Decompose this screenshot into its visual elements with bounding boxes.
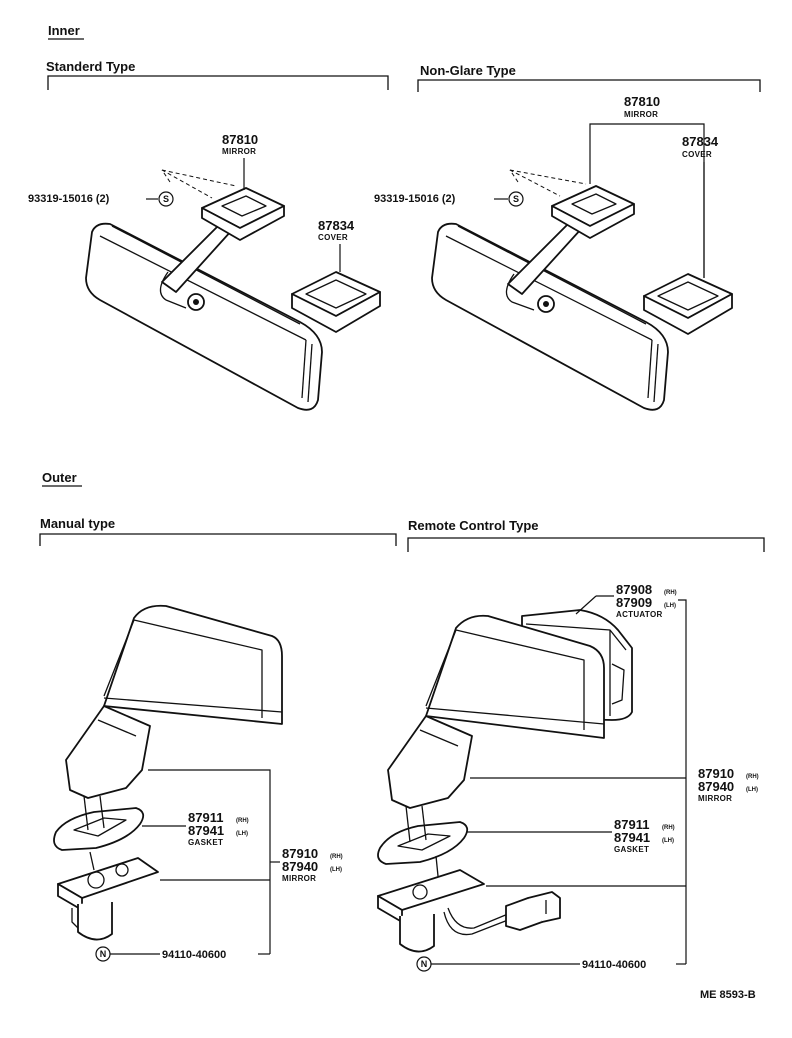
manual-gasket-rh-tag: (RH) bbox=[236, 818, 249, 824]
manual-type-heading: Manual type bbox=[40, 516, 115, 531]
remote-actuator-rh-tag: (RH) bbox=[664, 590, 677, 596]
screw-symbol-icon bbox=[508, 191, 524, 207]
remote-gasket-part bbox=[377, 821, 469, 865]
remote-mirror-rh-tag: (RH) bbox=[746, 774, 759, 780]
manual-gasket-part bbox=[53, 807, 145, 851]
inner-standard-mirror-label: MIRROR bbox=[222, 147, 256, 156]
outer-remote-drawing bbox=[377, 609, 633, 953]
inner-nonglare-drawing bbox=[431, 169, 733, 411]
manual-gasket-pn-rh: 87911 bbox=[188, 810, 223, 825]
nonglare-mirror-body bbox=[431, 222, 669, 411]
inner-mirror-body bbox=[85, 222, 323, 411]
outer-manual-drawing bbox=[53, 604, 283, 941]
remote-control-type-bracket bbox=[407, 537, 765, 552]
manual-mirror-pn-rh: 87910 bbox=[282, 846, 318, 861]
remote-actuator-label: ACTUATOR bbox=[616, 610, 663, 619]
manual-nut-symbol: N bbox=[100, 949, 107, 959]
remote-mirror-pn-lh: 87940 bbox=[698, 779, 734, 794]
manual-gasket-label: GASKET bbox=[188, 838, 223, 847]
non-glare-type-heading: Non-Glare Type bbox=[420, 63, 516, 78]
remote-actuator-pn-lh: 87909 bbox=[616, 595, 652, 610]
remote-gasket-lh-tag: (LH) bbox=[662, 838, 674, 844]
remote-actuator-lh-tag: (LH) bbox=[664, 603, 676, 609]
standard-type-bracket bbox=[47, 75, 389, 90]
remote-mirror-leader-bracket bbox=[678, 599, 687, 964]
inner-nonglare-screw-pn: 93319-15016 (2) bbox=[374, 193, 456, 205]
inner-nonglare-screw-symbol: S bbox=[513, 194, 519, 204]
remote-mirror-lh-tag: (LH) bbox=[746, 787, 758, 793]
inner-standard-mirror-pn: 87810 bbox=[222, 132, 258, 147]
remote-mirror-head bbox=[425, 614, 605, 739]
remote-control-type-heading: Remote Control Type bbox=[408, 518, 539, 533]
outer-heading: Outer bbox=[42, 470, 77, 485]
manual-mirror-head bbox=[103, 604, 283, 725]
inner-standard-screw-symbol: S bbox=[163, 194, 169, 204]
remote-gasket-rh-tag: (RH) bbox=[662, 825, 675, 831]
manual-gasket-lh-tag: (LH) bbox=[236, 831, 248, 837]
manual-nut-cylinder bbox=[77, 902, 113, 941]
remote-wire-harness bbox=[443, 911, 509, 936]
screw-symbol-icon bbox=[158, 191, 174, 207]
manual-mirror-leader-bracket bbox=[148, 769, 271, 954]
remote-base-plate bbox=[377, 869, 485, 911]
inner-standard-screw-pn: 93319-15016 (2) bbox=[28, 193, 110, 205]
remote-actuator-pn-rh: 87908 bbox=[616, 582, 652, 597]
manual-mirror-pn-lh: 87940 bbox=[282, 859, 318, 874]
inner-heading: Inner bbox=[48, 23, 80, 38]
remote-gasket-pn-rh: 87911 bbox=[614, 817, 649, 832]
remote-nut-pn: 94110-40600 bbox=[582, 959, 646, 971]
inner-standard-cover-pn: 87834 bbox=[318, 218, 355, 233]
diagram-code: ME 8593-B bbox=[700, 989, 756, 1001]
manual-mirror-label: MIRROR bbox=[282, 874, 316, 883]
inner-nonglare-mirror-label: MIRROR bbox=[624, 110, 658, 119]
manual-mirror-lh-tag: (LH) bbox=[330, 867, 342, 873]
inner-standard-drawing bbox=[85, 169, 381, 411]
inner-nonglare-cover-pn: 87834 bbox=[682, 134, 719, 149]
inner-nonglare-mirror-pn: 87810 bbox=[624, 94, 660, 109]
remote-gasket-label: GASKET bbox=[614, 845, 649, 854]
standard-type-heading: Standerd Type bbox=[46, 59, 135, 74]
remote-mirror-pn-rh: 87910 bbox=[698, 766, 734, 781]
remote-nut-cylinder bbox=[399, 914, 435, 953]
manual-type-bracket bbox=[39, 533, 397, 546]
manual-gasket-pn-lh: 87941 bbox=[188, 823, 224, 838]
manual-mirror-rh-tag: (RH) bbox=[330, 854, 343, 860]
remote-gasket-pn-lh: 87941 bbox=[614, 830, 650, 845]
remote-nut-symbol: N bbox=[421, 959, 428, 969]
manual-nut-pn: 94110-40600 bbox=[162, 949, 226, 961]
inner-standard-cover-label: COVER bbox=[318, 233, 348, 242]
remote-mirror-label: MIRROR bbox=[698, 794, 732, 803]
non-glare-type-bracket bbox=[417, 79, 761, 92]
inner-nonglare-cover-label: COVER bbox=[682, 150, 712, 159]
